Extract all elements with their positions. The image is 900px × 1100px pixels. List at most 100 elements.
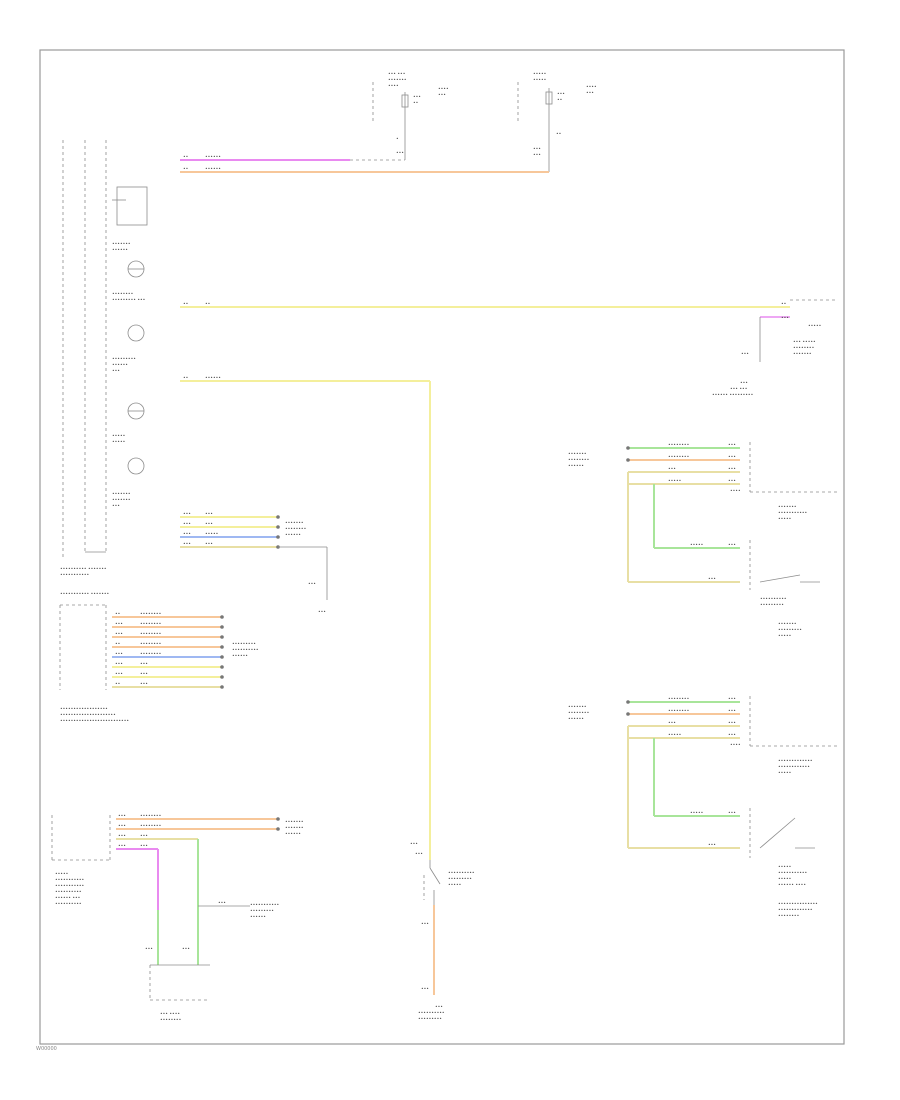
svg-text:•••: ••• bbox=[741, 352, 749, 357]
svg-text:•••: ••• bbox=[205, 522, 213, 527]
svg-text:••••: •••• bbox=[388, 84, 399, 89]
svg-text:••••••••: •••••••• bbox=[568, 458, 589, 463]
svg-text:•••: ••• bbox=[145, 947, 153, 952]
svg-text:•••••••: ••••••• bbox=[778, 622, 797, 627]
svg-text:•••••••: ••••••• bbox=[778, 505, 797, 510]
svg-text:•••: ••• bbox=[413, 95, 421, 100]
instrument-cluster-2: ••••••••••• ••••••• •••••••••• •••••••••… bbox=[59, 592, 259, 724]
svg-text:••••••••: •••••••• bbox=[568, 711, 589, 716]
svg-text:•••••••••••••••••••••: ••••••••••••••••••••• bbox=[60, 713, 116, 718]
svg-text:••: •• bbox=[557, 98, 562, 103]
svg-text:•••: ••• bbox=[140, 844, 148, 849]
fuse-symbol-icon bbox=[401, 94, 409, 108]
svg-text:•••••••••••••: ••••••••••••• bbox=[778, 908, 813, 913]
svg-text:•••••: ••••• bbox=[112, 440, 125, 445]
svg-text:•••: ••• bbox=[118, 844, 126, 849]
svg-text:•••••••: ••••••• bbox=[112, 498, 131, 503]
lamp-symbol-icon bbox=[127, 324, 145, 342]
svg-text:•••: ••• bbox=[438, 93, 446, 98]
svg-text:•••: ••• bbox=[183, 522, 191, 527]
svg-text:••: •• bbox=[115, 612, 120, 617]
svg-text:•••••••: ••••••• bbox=[793, 352, 812, 357]
svg-text:••: •• bbox=[556, 132, 561, 137]
svg-text:••••••••: •••••••• bbox=[140, 622, 161, 627]
fuse-symbol-icon bbox=[545, 91, 553, 105]
svg-text:••: •• bbox=[115, 642, 120, 647]
svg-text:•: • bbox=[396, 137, 399, 142]
svg-text:•••: ••• bbox=[728, 811, 736, 816]
svg-text:•••: ••• bbox=[318, 610, 326, 615]
svg-text:•••: ••• bbox=[112, 369, 120, 374]
svg-text:•••: ••• bbox=[728, 443, 736, 448]
svg-text:•••••: ••••• bbox=[668, 733, 681, 738]
svg-text:•••••••••: ••••••••• bbox=[778, 628, 802, 633]
svg-text:••••••••••: •••••••••• bbox=[232, 648, 259, 653]
svg-text:••••••••••• •••••••: ••••••••••• ••••••• bbox=[60, 592, 109, 597]
svg-text:•••: ••• bbox=[115, 662, 123, 667]
svg-text:•••: ••• bbox=[728, 733, 736, 738]
svg-text:•••••: ••••• bbox=[112, 434, 125, 439]
svg-text:•••: ••• bbox=[115, 652, 123, 657]
svg-text:•••: ••• bbox=[115, 632, 123, 637]
svg-text:•••••••••••: ••••••••••• bbox=[250, 903, 279, 908]
svg-text:•••: ••• bbox=[435, 1005, 443, 1010]
svg-text:••••••: •••••• bbox=[568, 717, 584, 722]
svg-text:•••••••••: ••••••••• bbox=[112, 357, 136, 362]
svg-text:•••••••••••••: ••••••••••••• bbox=[778, 759, 813, 764]
svg-text:••••••: •••••• bbox=[205, 155, 221, 160]
svg-text:••••••••: •••••••• bbox=[778, 914, 799, 919]
wire-yellow-long: •• •• •• ••• ••••• ••• ••••• •••••••• ••… bbox=[180, 299, 838, 398]
svg-text:•••: ••• bbox=[728, 543, 736, 548]
svg-text:•••: ••• bbox=[308, 582, 316, 587]
svg-text:•••••••••••: ••••••••••• bbox=[55, 878, 84, 883]
svg-text:••: •• bbox=[183, 155, 188, 160]
svg-text:•••: ••• bbox=[118, 814, 126, 819]
svg-text:•••••••: ••••••• bbox=[388, 78, 407, 83]
svg-text:•••: ••• bbox=[421, 987, 429, 992]
connector-cluster-lower: •••••• •••••• •••••••• •••••• ••••••• ••… bbox=[180, 512, 328, 615]
svg-text:••••••••• •••: ••••••••• ••• bbox=[112, 298, 145, 303]
svg-text:••: •• bbox=[205, 302, 210, 307]
svg-text:••••••••: •••••••• bbox=[140, 814, 161, 819]
svg-text:•••••: ••••• bbox=[808, 324, 821, 329]
switch-symbol-icon bbox=[429, 867, 441, 885]
svg-text:•••: ••• bbox=[668, 721, 676, 726]
svg-text:••••••••: •••••••• bbox=[112, 292, 133, 297]
svg-text:•••: ••• bbox=[728, 467, 736, 472]
svg-text:••••••: •••••• bbox=[232, 654, 248, 659]
svg-text:••••••••••••••••••••••••••: •••••••••••••••••••••••••• bbox=[60, 719, 129, 724]
svg-text:•••: ••• bbox=[140, 834, 148, 839]
svg-text:•••••••••: ••••••••• bbox=[250, 909, 274, 914]
fuse-block-right: ••••• ••••• ••• •• •••• ••• •• ••• ••• bbox=[517, 72, 597, 172]
svg-text:•••: ••• bbox=[421, 922, 429, 927]
svg-text:•••••••••: ••••••••• bbox=[448, 877, 472, 882]
switch-symbol-icon bbox=[759, 817, 796, 849]
svg-text:••••••••: •••••••• bbox=[668, 455, 689, 460]
svg-text:••••••••: •••••••• bbox=[140, 642, 161, 647]
svg-text:••••••••: •••••••• bbox=[160, 1018, 181, 1023]
svg-text:••••••••: •••••••• bbox=[668, 697, 689, 702]
svg-text:••••••••: •••••••• bbox=[140, 632, 161, 637]
svg-text:•••••: ••••• bbox=[778, 517, 791, 522]
svg-text:•••••••: ••••••• bbox=[112, 492, 131, 497]
svg-text:••••: •••• bbox=[438, 87, 449, 92]
svg-text:•••: ••• bbox=[728, 709, 736, 714]
svg-text:•••: ••• bbox=[728, 455, 736, 460]
svg-text:••••••••••: •••••••••• bbox=[55, 890, 82, 895]
svg-text:•••••••••••: ••••••••••• bbox=[778, 511, 807, 516]
svg-text:•••••••••• •••••••: •••••••••• ••••••• bbox=[60, 567, 107, 572]
svg-text:•••••: ••••• bbox=[778, 634, 791, 639]
svg-text:•••••• •••: •••••• ••• bbox=[55, 896, 80, 901]
svg-text:••••••••••: •••••••••• bbox=[55, 902, 82, 907]
svg-text:•••: ••• bbox=[728, 721, 736, 726]
svg-text:••: •• bbox=[781, 302, 786, 307]
svg-text:•••••: ••••• bbox=[55, 872, 68, 877]
svg-text:•••••: ••••• bbox=[690, 811, 703, 816]
svg-text:••• •••: ••• ••• bbox=[388, 72, 405, 77]
svg-text:••••••: •••••• bbox=[568, 464, 584, 469]
svg-text:•••••• •••••••••: •••••• ••••••••• bbox=[712, 393, 753, 398]
svg-text:•••: ••• bbox=[140, 662, 148, 667]
svg-text:•••: ••• bbox=[781, 316, 789, 321]
svg-text:•••: ••• bbox=[740, 381, 748, 386]
svg-text:••••: •••• bbox=[730, 743, 741, 748]
